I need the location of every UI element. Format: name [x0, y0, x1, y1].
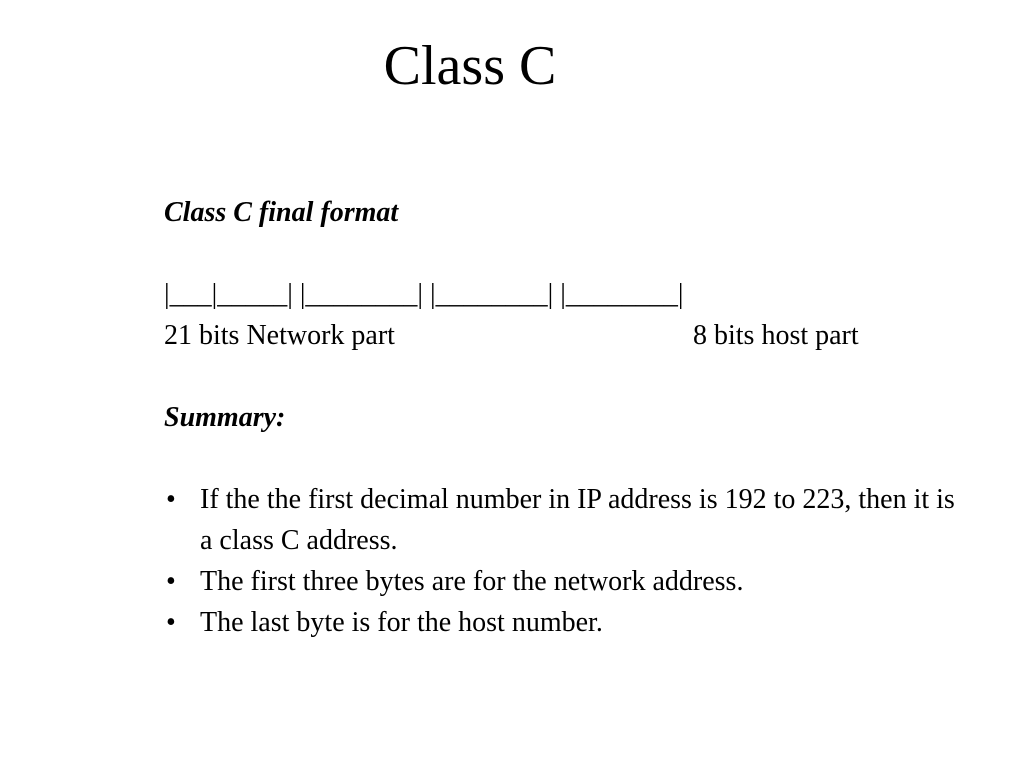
bullet-glyph: •	[166, 484, 176, 515]
network-bits-label: 21 bits Network part	[164, 320, 395, 351]
format-diagram: |___|_____| |________| |________| |_____…	[164, 279, 684, 310]
spacer	[164, 438, 964, 479]
list-item: • If the the first decimal number in IP …	[164, 479, 964, 561]
summary-heading: Summary:	[164, 402, 286, 433]
bullet-text: The first three bytes are for the networ…	[200, 566, 744, 597]
format-heading: Class C final format	[164, 197, 399, 228]
list-item: • The last byte is for the host number.	[164, 602, 964, 643]
bullet-text: The last byte is for the host number.	[200, 607, 603, 638]
bullet-text: If the the first decimal number in IP ad…	[200, 484, 955, 556]
spacer	[164, 356, 964, 397]
slide-title: Class C	[383, 35, 557, 97]
slide-body: Class C final format |___|_____| |______…	[164, 192, 964, 643]
spacer	[164, 233, 964, 274]
bits-labels: 21 bits Network part 8 bits host part	[164, 315, 964, 356]
bullet-glyph: •	[166, 607, 176, 638]
summary-list: • If the the first decimal number in IP …	[164, 479, 964, 643]
bullet-glyph: •	[166, 566, 176, 597]
list-item: • The first three bytes are for the netw…	[164, 561, 964, 602]
host-bits-label: 8 bits host part	[693, 320, 859, 351]
